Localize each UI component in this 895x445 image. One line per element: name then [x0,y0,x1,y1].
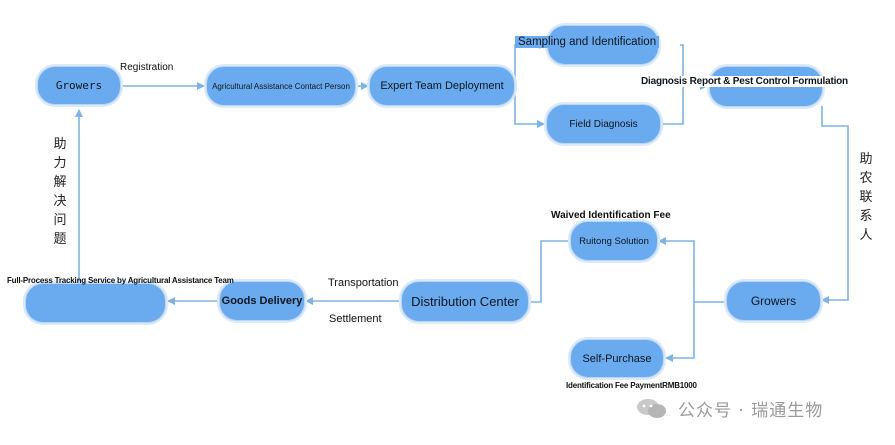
edge-growers-to-selfpurchase [665,302,695,362]
node-self-purchase: Self-Purchase [570,339,664,378]
node-self-purchase-label: Self-Purchase [582,352,652,365]
edge-field-to-report [662,86,684,125]
edge-expert-to-field [514,86,545,128]
watermark-text: 公众号 · 瑞通生物 [678,400,824,421]
node-expert-team-label: Expert Team Deployment [380,80,504,92]
node-goods-delivery-label: Goods Delivery [221,295,303,307]
node-growers-right-label: Growers [750,294,797,308]
node-diagnosis-report-label: Diagnosis Report & Pest Control Formulat… [639,76,850,87]
node-tracking-service [25,283,166,323]
node-ruitong-solution: Ruitong Solution [570,221,658,261]
edge-report-to-growers [821,106,849,304]
label-waived-fee: Waived Identification Fee [551,210,671,221]
edge-ruitong-to-distribution [530,240,569,303]
wechat-icon [637,399,666,418]
label-help-solve: 助力解决问题 [53,137,67,247]
label-settlement: Settlement [329,313,382,325]
node-sampling: Sampling and Identification [515,25,660,65]
edge-growers-to-ruitong [658,237,724,303]
node-growers-top: Growers [37,66,121,105]
node-field-diagnosis-label: Field Diagnosis [569,118,638,130]
watermark: 公众号 · 瑞通生物 [636,395,823,421]
node-field-diagnosis: Field Diagnosis [546,104,661,144]
node-growers-right: Growers [726,281,821,321]
label-help-contact: 助农联系人 [859,152,873,243]
node-sampling-label: Sampling and Identification [515,36,660,48]
label-fee-payment: Identification Fee PaymentRMB1000 [566,381,697,390]
label-transportation: Transportation [328,277,399,289]
node-contact-person-label: Agricultural Assistance Contact Person [212,81,350,91]
node-growers-top-label: Growers [55,79,103,92]
node-expert-team: Expert Team Deployment [369,66,515,106]
node-distribution-center-label: Distribution Center [411,294,519,309]
tracking-service-label: Full-Process Tracking Service by Agricul… [7,276,234,285]
node-ruitong-solution-label: Ruitong Solution [579,235,649,247]
node-goods-delivery: Goods Delivery [219,281,305,321]
node-diagnosis-report: Diagnosis Report & Pest Control Formulat… [639,66,850,107]
node-contact-person: Agricultural Assistance Contact Person [206,66,356,106]
label-registration: Registration [120,62,174,73]
node-distribution-center: Distribution Center [401,281,529,322]
edge-expert-to-sampling [514,41,547,86]
